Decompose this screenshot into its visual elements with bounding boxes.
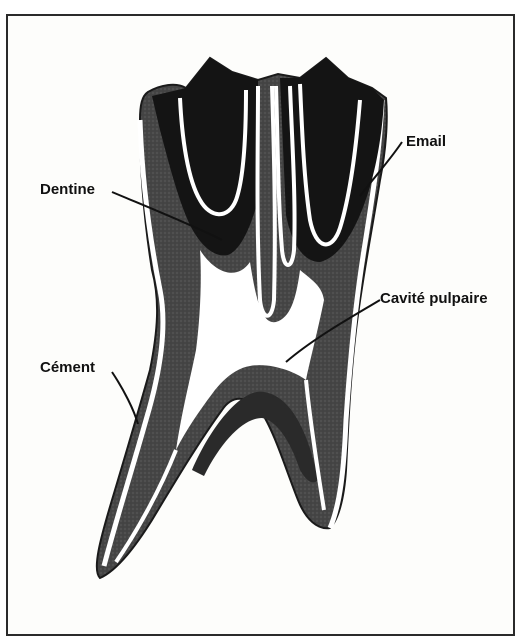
label-email: Email [406, 133, 446, 150]
label-cement: Cément [40, 359, 95, 376]
leader-cement [112, 372, 138, 424]
label-dentine: Dentine [40, 181, 95, 198]
label-cavite-pulpaire: Cavité pulpaire [380, 290, 488, 307]
